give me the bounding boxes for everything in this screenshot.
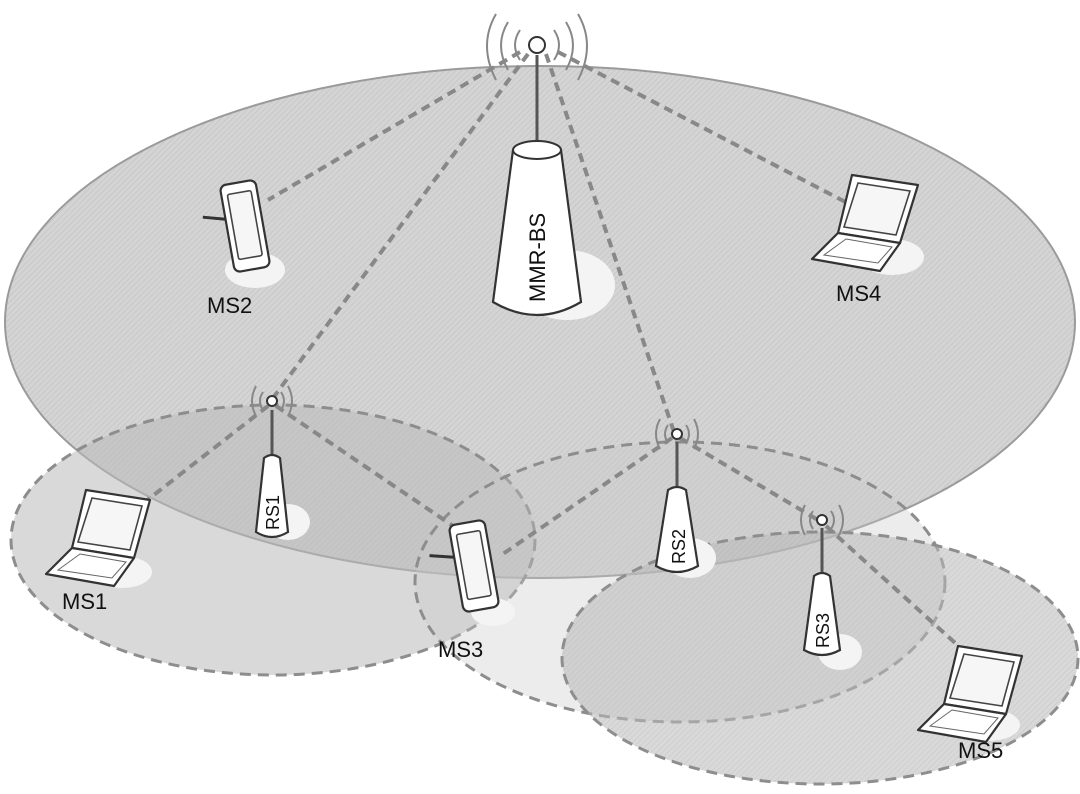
ms5-label: MS5: [958, 738, 1003, 763]
bs-label: MMR-BS: [525, 213, 550, 302]
relay-station-rs2: RS2: [654, 418, 700, 574]
rs2-antenna-icon: [671, 428, 683, 440]
ms3-device: [429, 519, 500, 613]
wireless-links: [130, 50, 987, 672]
link-rs3-ms5: [824, 524, 987, 672]
rs1-label: RS1: [263, 495, 283, 530]
rs1-tower-icon: [254, 453, 290, 539]
rs2-signal-waves-icon: [655, 418, 699, 450]
ms2-label: MS2: [207, 293, 252, 318]
rs3-label: RS3: [813, 613, 833, 648]
base-station: MMR-BS: [486, 13, 588, 317]
ms1-device: [44, 488, 152, 588]
ms-labels: MS2 MS4 MS1 MS3 MS5: [62, 281, 1003, 763]
rs1-signal-waves-icon: [251, 385, 293, 417]
link-rs1-ms1: [130, 404, 270, 514]
ms4-label: MS4: [836, 281, 881, 306]
bs-tower-top: [512, 140, 562, 160]
link-rs2-rs3: [678, 436, 820, 522]
link-rs1-ms3: [274, 404, 458, 530]
rs3-antenna-icon: [816, 514, 828, 526]
laptop-icon: [916, 644, 1024, 744]
link-bs-rs2: [544, 53, 676, 433]
link-bs-rs1: [268, 52, 530, 404]
bs-signal-waves-icon: [486, 13, 588, 81]
pda-icon: [202, 179, 271, 273]
relay-station-rs3: RS3: [800, 504, 844, 657]
rs3-signal-waves-icon: [800, 504, 844, 536]
rs2-tower-icon: [654, 485, 700, 574]
ms2-device: [202, 179, 271, 273]
ms1-label: MS1: [62, 589, 107, 614]
ms4-device: [810, 173, 920, 273]
rs1-antenna-icon: [266, 395, 278, 407]
bs-antenna-icon: [528, 36, 546, 54]
link-bs-ms4: [557, 50, 856, 209]
link-rs2-ms3: [498, 436, 674, 558]
ms3-label: MS3: [438, 637, 483, 662]
laptop-icon: [44, 488, 152, 588]
rs2-label: RS2: [669, 529, 689, 564]
rs3-tower-icon: [802, 571, 842, 657]
relay-station-rs1: RS1: [251, 385, 293, 539]
laptop-icon: [810, 173, 920, 273]
ms5-device: [916, 644, 1024, 744]
link-bs-ms2: [266, 50, 522, 202]
pda-icon: [429, 519, 500, 613]
